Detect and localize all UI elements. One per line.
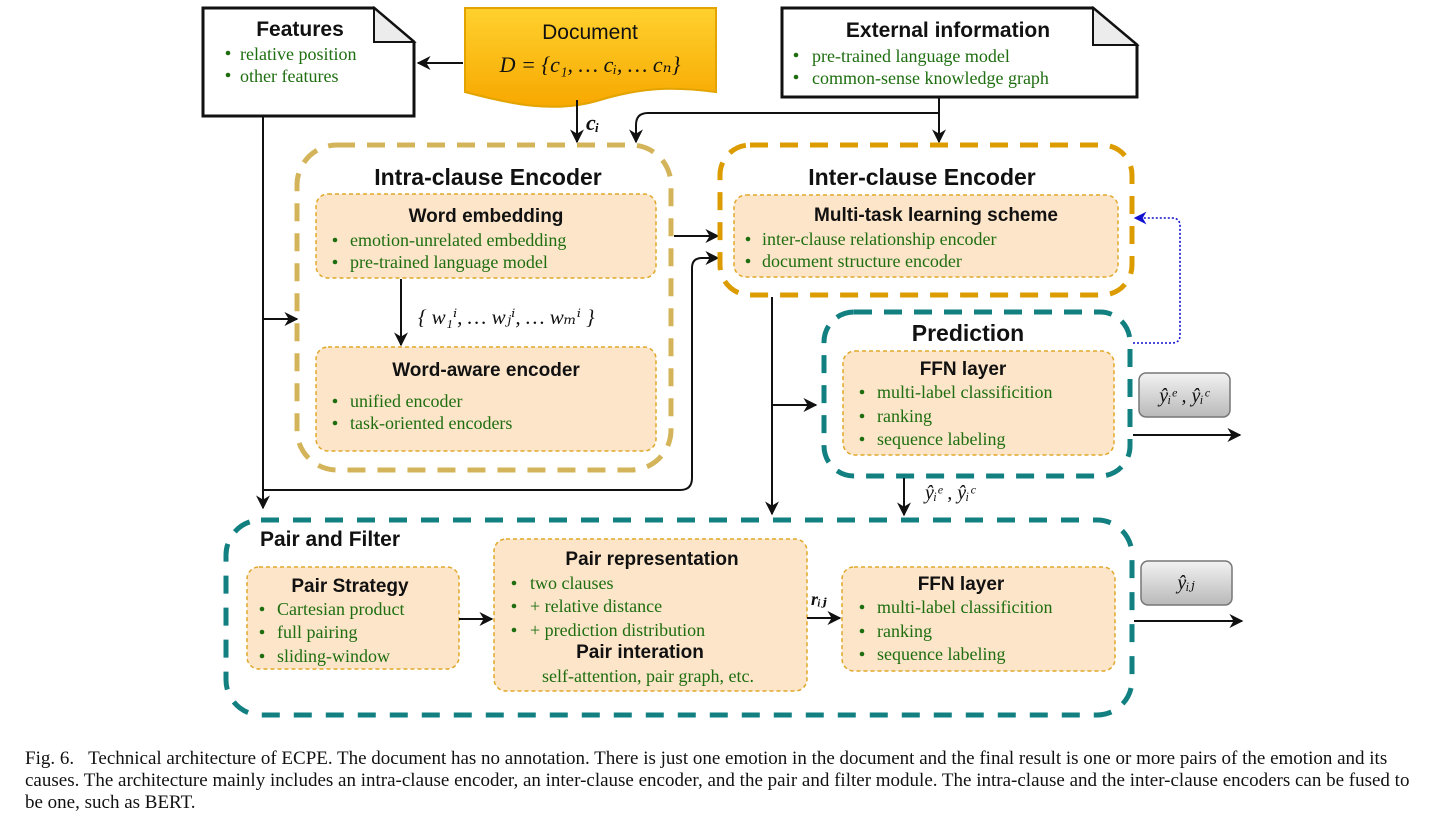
word-embedding-item: emotion-unrelated embedding [350, 230, 566, 250]
document-formula: D = {c₁, … cᵢ, … cₙ} [499, 52, 681, 77]
prediction-ffn-item: ranking [877, 406, 932, 426]
features-note: Features relative position other feature… [201, 5, 417, 118]
intra-clause-border [294, 142, 674, 473]
pair-strategy-title: Pair Strategy [291, 576, 409, 597]
pair-filter-title: Pair and Filter [260, 528, 400, 551]
ecpe-architecture-diagram: Features relative position other feature… [201, 5, 1244, 718]
bullet-icon [259, 606, 265, 612]
prediction-ffn-item: sequence labeling [877, 429, 1005, 449]
inter-clause-encoder: Inter-clause Encoder Multi-task learning… [717, 142, 1135, 298]
word-embedding-item: pre-trained language model [350, 252, 548, 272]
word-aware-encoder-title: Word-aware encoder [392, 360, 580, 381]
prediction-ffn-box [842, 350, 1115, 456]
external-item: common-sense knowledge graph [812, 68, 1049, 88]
external-item: pre-trained language model [812, 46, 1010, 66]
multi-task-item: inter-clause relationship encoder [762, 229, 997, 249]
prediction-ffn-title: FFN layer [920, 359, 1007, 380]
bullet-icon [225, 72, 231, 78]
note-fold-icon [373, 5, 417, 43]
external-information-note: External information pre-trained languag… [780, 5, 1140, 99]
word-embedding-title: Word embedding [409, 206, 564, 227]
pair-representation-title: Pair representation [565, 549, 738, 570]
multi-task-title: Multi-task learning scheme [814, 205, 1058, 226]
bullet-icon [745, 258, 751, 264]
multi-task-box [733, 194, 1119, 278]
word-aware-item: task-oriented encoders [350, 413, 512, 433]
pair-ffn-item: ranking [877, 621, 932, 641]
intra-clause-title: Intra-clause Encoder [374, 164, 602, 190]
bullet-icon [259, 629, 265, 635]
word-aware-item: unified encoder [350, 391, 462, 411]
rij-label: rᵢⱼ [811, 589, 827, 609]
document-title: Document [542, 21, 638, 44]
pair-strategy-item: sliding-window [277, 646, 390, 666]
bullet-icon [859, 604, 865, 610]
figure-caption: Fig. 6.Technical architecture of ECPE. T… [25, 748, 1425, 814]
prediction-module: Prediction FFN layer multi-label classif… [821, 309, 1133, 479]
bullet-icon [259, 653, 265, 659]
prediction-output-label: ŷᵢᵉ , ŷᵢᶜ [1157, 385, 1210, 407]
ci-label: cᵢ [586, 110, 600, 135]
bullet-icon [793, 52, 799, 58]
word-aware-encoder-box [315, 346, 657, 452]
pair-interaction-text: self-attention, pair graph, etc. [542, 666, 754, 686]
bullet-icon [859, 436, 865, 442]
multi-task-item: document structure encoder [762, 251, 962, 271]
bullet-icon [859, 389, 865, 395]
feedback-arrow [1133, 211, 1181, 344]
external-note-body [780, 6, 1139, 99]
pair-output-badge: ŷᵢⱼ [1140, 560, 1233, 606]
bullet-icon [793, 74, 799, 80]
word-embedding-box [315, 193, 657, 279]
external-to-intra-arrow [629, 97, 940, 144]
pair-filter-border [223, 517, 1135, 718]
prediction-output-box [1138, 372, 1231, 418]
pair-interaction-title: Pair interation [576, 642, 704, 663]
document-shape: Document D = {c₁, … cᵢ, … cₙ} [464, 7, 717, 108]
bullet-icon [225, 50, 231, 56]
pair-ffn-title: FFN layer [918, 574, 1005, 595]
word-sequence-label: { w₁ⁱ, … wⱼⁱ, … wₘⁱ } [418, 305, 595, 329]
features-item: relative position [240, 44, 356, 64]
bullet-icon [745, 236, 751, 242]
prediction-ffn-item: multi-label classificition [877, 382, 1052, 402]
pair-representation-item: two clauses [530, 573, 613, 593]
features-item: other features [240, 66, 338, 86]
pair-and-filter-module: Pair and Filter Pair Strategy Cartesian … [223, 517, 1135, 718]
document-body [464, 7, 717, 108]
bullet-icon [511, 603, 517, 609]
bullet-icon [332, 420, 338, 426]
bullet-icon [332, 398, 338, 404]
bullet-icon [511, 627, 517, 633]
intra-clause-encoder: Intra-clause Encoder Word embedding emot… [294, 142, 674, 473]
bullet-icon [859, 628, 865, 634]
pair-representation-box [493, 538, 808, 692]
pair-ffn-item: multi-label classificition [877, 597, 1052, 617]
pair-output-box [1140, 560, 1233, 606]
prediction-border [821, 309, 1133, 479]
figure-caption-text: Technical architecture of ECPE. The docu… [25, 748, 1410, 813]
bullet-icon [332, 259, 338, 265]
inter-clause-title: Inter-clause Encoder [808, 164, 1036, 190]
prediction-output-badge: ŷᵢᵉ , ŷᵢᶜ [1138, 372, 1231, 418]
bullet-icon [859, 413, 865, 419]
features-to-inter-arrow [263, 251, 720, 491]
pair-representation-item: + relative distance [530, 596, 662, 616]
prediction-title: Prediction [912, 320, 1024, 346]
figure-label: Fig. 6. [25, 748, 75, 769]
pair-ffn-box [841, 566, 1116, 672]
pair-ffn-item: sequence labeling [877, 644, 1005, 664]
prediction-to-pair-label: ŷᵢᵉ , ŷᵢᶜ [923, 482, 976, 504]
bullet-icon [859, 651, 865, 657]
pair-representation-item: + prediction distribution [530, 620, 705, 640]
pair-strategy-item: full pairing [277, 622, 357, 642]
features-title: Features [256, 18, 344, 41]
pair-strategy-item: Cartesian product [277, 599, 404, 619]
bullet-icon [332, 237, 338, 243]
bullet-icon [511, 580, 517, 586]
external-title: External information [846, 19, 1050, 42]
pair-output-label: ŷᵢⱼ [1175, 572, 1195, 594]
note-fold-icon [1092, 5, 1140, 46]
features-note-body [201, 6, 416, 118]
